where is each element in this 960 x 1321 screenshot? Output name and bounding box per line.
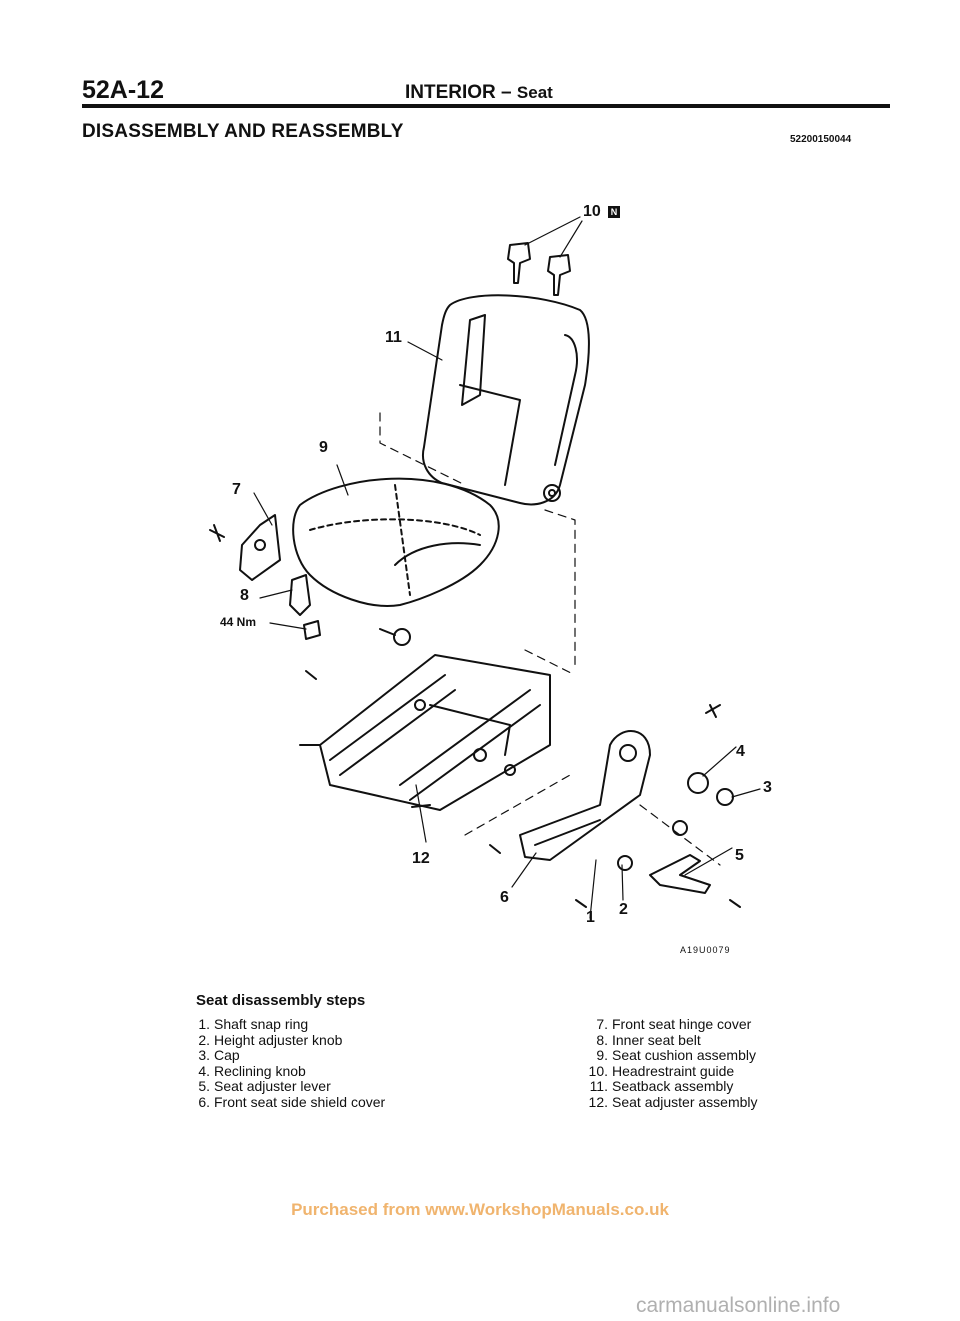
step-item: 2.Height adjuster knob (198, 1031, 343, 1048)
seat-exploded-diagram: 10 N 11 9 7 8 44 Nm 4 3 12 5 6 1 2 A19U0… (180, 185, 820, 975)
steps-list-left: 1.Shaft snap ring 2.Height adjuster knob… (196, 1016, 386, 1110)
callout-leader-lines (253, 216, 761, 919)
seat-illustration (209, 216, 761, 919)
torque-value: 44 Nm (220, 615, 257, 629)
step-item: 3.Cap (198, 1047, 240, 1063)
callout-5: 5 (735, 847, 744, 864)
side-shield-cover-drawing (519, 730, 651, 861)
section-title: DISASSEMBLY AND REASSEMBLY (82, 121, 404, 142)
callout-7: 7 (232, 481, 241, 498)
callout-10: 10 (583, 203, 601, 220)
steps-title: Seat disassembly steps (196, 992, 366, 1009)
seat-adjuster-drawing (299, 654, 551, 811)
steps-list-right: 7.Front seat hinge cover 8.Inner seat be… (580, 1016, 758, 1110)
callout-12: 12 (412, 850, 430, 867)
callout-4: 4 (736, 743, 745, 760)
document-code: 52200150044 (790, 134, 852, 145)
headrest-guides-drawing (507, 242, 571, 296)
purchase-watermark: Purchased from www.WorkshopManuals.co.uk (291, 1200, 669, 1219)
figure-code: A19U0079 (680, 945, 731, 955)
step-item: 1.Shaft snap ring (198, 1016, 309, 1032)
step-item: 12.Seat adjuster assembly (588, 1093, 758, 1110)
callout-11: 11 (385, 329, 402, 346)
small-parts-drawing (305, 628, 741, 908)
step-item: 6.Front seat side shield cover (198, 1093, 386, 1110)
callout-2: 2 (619, 901, 628, 918)
callout-3: 3 (763, 779, 772, 796)
callout-6: 6 (500, 889, 509, 906)
step-item: 5.Seat adjuster lever (198, 1078, 331, 1094)
assembly-guide-lines (379, 412, 721, 866)
running-title-separator: – (495, 82, 517, 103)
callout-1: 1 (586, 909, 595, 926)
step-item: 4.Reclining knob (198, 1062, 306, 1079)
page-number: 52A-12 (82, 76, 164, 104)
callout-9: 9 (319, 439, 328, 456)
new-part-badge: N (608, 206, 620, 218)
seatback-drawing (422, 294, 590, 506)
step-item: 7.Front seat hinge cover (596, 1016, 752, 1032)
step-item: 9.Seat cushion assembly (596, 1047, 756, 1063)
hinge-cover-drawing (209, 514, 321, 640)
running-title: INTERIOR – Seat (405, 82, 553, 104)
callout-8: 8 (240, 587, 249, 604)
step-item: 10.Headrestraint guide (588, 1062, 735, 1079)
running-title-main: INTERIOR (405, 82, 496, 103)
header-rule (82, 104, 890, 108)
step-item: 11.Seatback assembly (589, 1078, 734, 1094)
footer-site-watermark: carmanualsonline.info (636, 1294, 841, 1317)
seat-cushion-drawing (292, 477, 500, 607)
running-title-sub: Seat (516, 83, 553, 102)
step-item: 8.Inner seat belt (596, 1031, 701, 1048)
